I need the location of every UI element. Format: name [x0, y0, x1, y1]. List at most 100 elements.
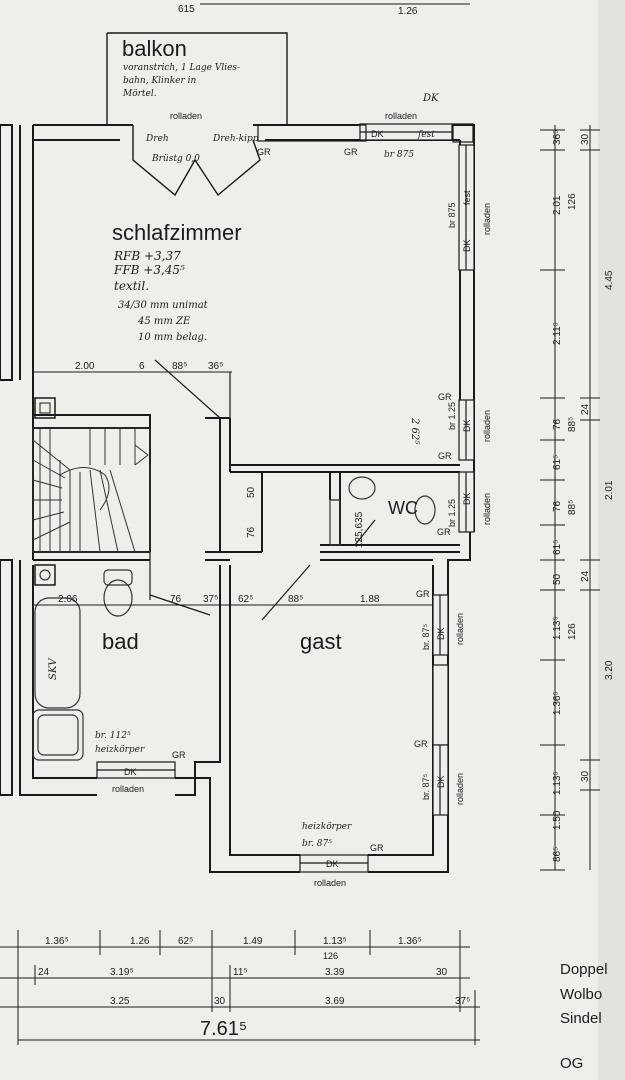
- dk-vertical-2: DK: [462, 419, 472, 432]
- dk-vertical-5: DK: [436, 775, 446, 788]
- gr-2: GR: [344, 147, 358, 157]
- rolladen-gast: rolladen: [314, 878, 346, 888]
- staircase: [32, 427, 151, 553]
- fest-label: fest: [417, 130, 435, 140]
- windows: [96, 123, 475, 873]
- dim-r1-10: 1.13⁵: [552, 771, 563, 795]
- rolladen-vertical-4: rolladen: [455, 613, 465, 645]
- schlafzimmer-spec-1: RFB +3,37: [113, 249, 181, 263]
- dk-vertical-1: DK: [462, 239, 472, 252]
- fest-vertical: fest: [462, 190, 472, 205]
- br875-top: br 875: [384, 150, 414, 160]
- balkon-title: balkon: [122, 36, 187, 61]
- skv-label: SKV: [48, 657, 59, 680]
- dim-inner-top-1: 6: [139, 361, 145, 372]
- balkon-note-3: Mörtel.: [122, 89, 157, 99]
- gast-title: gast: [300, 629, 342, 654]
- dreh-label: Dreh: [145, 134, 169, 144]
- gr-6: GR: [416, 589, 430, 599]
- balkon-note-2: bahn, Klinker in: [123, 76, 197, 86]
- dim-r1-7: 50: [552, 573, 563, 585]
- dim-b3-1: 30: [214, 996, 226, 1007]
- shaft: [34, 397, 56, 419]
- br875-vertical-2: br. 87⁵: [421, 623, 431, 650]
- dim-b2-2: 11⁵: [233, 967, 248, 978]
- dim-r1-9: 1.36⁵: [552, 691, 563, 715]
- dim-inner-mid-3: 62⁵: [238, 594, 253, 605]
- rolladen-balkon: rolladen: [170, 111, 202, 121]
- inner-dimensions: [33, 371, 433, 606]
- title-line-3: Sindel: [560, 1010, 602, 1027]
- vertical-window-tags: fest DK br 875 rolladen br 1.25 DK rolla…: [48, 190, 492, 805]
- dk-top: DK: [371, 129, 384, 139]
- dim-b1-4: 1.13⁵: [323, 936, 347, 947]
- gr-3: GR: [438, 392, 452, 402]
- schlafzimmer-layer-3: 10 mm belag.: [138, 332, 207, 343]
- window-tags: rolladen rolladen DK Dreh Dreh-kipp Brüs…: [95, 93, 452, 888]
- br875-vertical-3: br. 87⁵: [421, 773, 431, 800]
- schlafzimmer-spec-2: FFB +3,45⁵: [113, 263, 185, 277]
- title-line-4: OG: [560, 1055, 583, 1072]
- dim-r3-2: 3.20: [604, 660, 615, 680]
- dim-r1-12: 86⁵: [552, 847, 563, 862]
- schlafzimmer-title: schlafzimmer: [112, 220, 242, 245]
- dim-v-76: 76: [246, 526, 257, 538]
- gr-1: GR: [257, 147, 271, 157]
- dim-r2-5: 24: [580, 570, 591, 582]
- dim-r1-8: 1.13⁵: [552, 616, 563, 640]
- dim-inner-mid-4: 88⁵: [288, 594, 303, 605]
- balcony-outline: [106, 32, 288, 197]
- rolladen-vertical-2: rolladen: [482, 410, 492, 442]
- gr-5: GR: [437, 527, 451, 537]
- dim-inner-mid-5: 1.88: [360, 594, 380, 605]
- dim-b1-1: 1.26: [130, 936, 150, 947]
- title-line-1: Doppel: [560, 961, 608, 978]
- dim-r2-3: 88⁵: [567, 417, 578, 432]
- bottom-dimension-labels: 1.36⁵ 1.26 62⁵ 1.49 1.13⁵ 1.36⁵ 126 24 3…: [38, 936, 470, 1040]
- rolladen-bad: rolladen: [112, 784, 144, 794]
- dk-vertical-3: DK: [462, 492, 472, 505]
- dim-r2-0: 30: [580, 133, 591, 145]
- dim-v-125: 125,635: [354, 511, 365, 548]
- dim-r2-6: 126: [567, 623, 578, 640]
- gr-8: GR: [172, 750, 186, 760]
- dim-b2-1: 3.19⁵: [110, 967, 134, 978]
- schlafzimmer-layer-1: 34/30 mm unimat: [118, 300, 209, 311]
- schlafzimmer-layer-2: 45 mm ZE: [137, 316, 191, 327]
- br875-gast: br. 87⁵: [302, 839, 332, 849]
- dim-b3-0: 3.25: [110, 996, 130, 1007]
- bottom-dimension-lines: [0, 930, 480, 1045]
- dim-b3-3: 37⁵: [455, 996, 470, 1007]
- wc-title: WC: [388, 498, 418, 518]
- stair-note: 2 62⁵: [409, 417, 420, 444]
- rolladen-vertical-3: rolladen: [482, 493, 492, 525]
- dim-r2-7: 30: [580, 770, 591, 782]
- bad-title: bad: [102, 629, 139, 654]
- dim-r2-4: 88⁵: [567, 500, 578, 515]
- top-dim-1: 1.26: [398, 6, 418, 17]
- dim-inner-mid-0: 2.06: [58, 594, 78, 605]
- dim-inner-top-2: 88⁵: [172, 361, 187, 372]
- dim-r2-2: 24: [580, 403, 591, 415]
- dim-b1-0: 1.36⁵: [45, 936, 69, 947]
- right-dimension-labels: 36⁵ 2.01 2.11⁵ 76 61⁵ 76 61⁵ 50 1.13⁵ 1.…: [552, 130, 615, 862]
- dim-total: 7.61⁵: [200, 1018, 247, 1040]
- dim-r2-1: 126: [567, 193, 578, 210]
- dim-r3-0: 4.45: [604, 270, 615, 290]
- gr-7: GR: [414, 739, 428, 749]
- dim-b3-2: 3.69: [325, 996, 345, 1007]
- gr-9: GR: [370, 843, 384, 853]
- dim-r1-5: 76: [552, 500, 563, 512]
- rolladen-top: rolladen: [385, 111, 417, 121]
- br125-vertical-2: br 1.25: [447, 499, 457, 527]
- dk-bad: DK: [124, 767, 137, 777]
- br112-label: br. 112⁵: [95, 731, 131, 741]
- title-line-2: Wolbo: [560, 986, 602, 1003]
- dim-r3-1: 2.01: [604, 480, 615, 500]
- dim-b1-3: 1.49: [243, 936, 263, 947]
- schlafzimmer-spec-3: textil.: [114, 279, 149, 293]
- dim-r1-6: 61⁵: [552, 540, 563, 555]
- dk-note: DK: [422, 93, 439, 104]
- dim-b2-3: 3.39: [325, 967, 345, 978]
